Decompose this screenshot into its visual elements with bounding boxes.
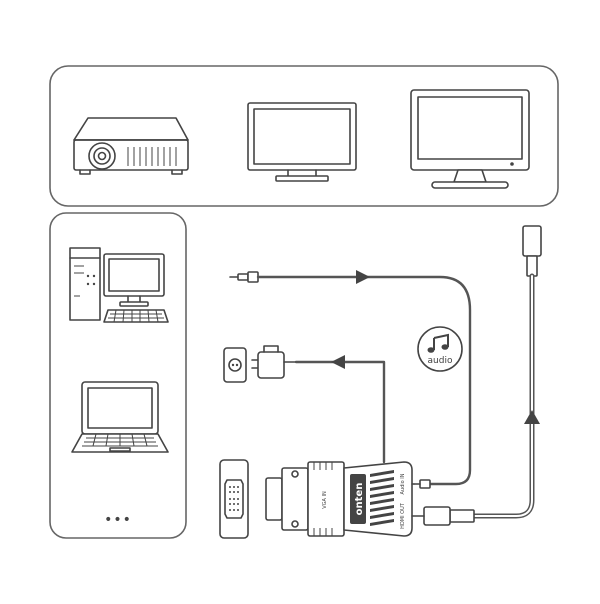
power-adapter-plug-icon [251,345,297,379]
source-devices-panel: ••• [49,212,187,539]
power-direction-arrow [331,355,345,369]
hdmi-plug-into-adapter [423,506,475,526]
monitor-icon [410,89,530,189]
projector-icon [73,117,189,175]
adapter-vent-grille [370,470,394,526]
audio-cable [256,275,472,486]
hdmi-direction-arrow [524,410,540,424]
vga-to-hdmi-adapter: VGA IN onten Audio IN HDMI OUT [265,461,413,537]
vga-port-icon [219,459,249,539]
hdmi-plug-top-icon [522,225,542,277]
desktop-computer-icon [69,247,169,323]
hdmi-cable [471,273,535,519]
display-devices-panel [49,65,559,207]
audio-badge-label: audio [428,356,453,366]
audio-jack-plug-icon [229,271,259,283]
tv-icon [247,102,357,182]
audio-in-port-label: Audio IN [400,473,406,494]
audio-badge: audio [417,326,463,372]
audio-plug-into-adapter [413,479,431,489]
power-cable [294,360,386,464]
vga-in-port-label: VGA IN [322,491,328,509]
hdmi-out-port-label: HDMI OUT [400,502,406,529]
laptop-icon [71,381,169,453]
music-note-icon [427,333,449,353]
adapter-brand-logo: onten [354,483,365,516]
power-outlet-icon [223,347,247,383]
more-devices-indicator: ••• [104,512,132,528]
audio-direction-arrow [356,270,370,284]
